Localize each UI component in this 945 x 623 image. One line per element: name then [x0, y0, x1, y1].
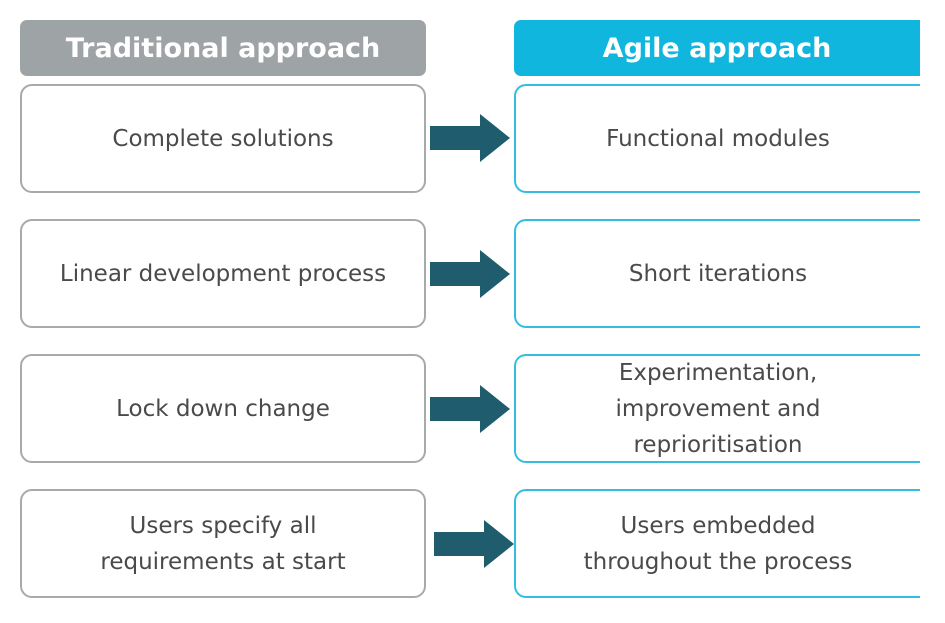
traditional-box-line: Lock down change: [116, 395, 330, 422]
agile-box-line: Users embedded: [620, 512, 816, 539]
traditional-box-complete-solutions: Complete solutions: [20, 84, 426, 193]
traditional-box-users-specify: Users specify all requirements at start: [20, 489, 426, 598]
right-arrow-icon: [430, 383, 512, 435]
agile-box-users-embedded: Users embedded throughout the process: [514, 489, 920, 598]
agile-box-line: Short iterations: [628, 260, 808, 287]
traditional-box-linear-development: Linear development process: [20, 219, 426, 328]
right-arrow-icon: [430, 248, 512, 300]
agile-box-line: Functional modules: [606, 125, 830, 152]
agile-approach-header-label: Agile approach: [602, 32, 832, 64]
agile-box-line: improvement and: [615, 395, 821, 422]
agile-box-functional-modules: Functional modules: [514, 84, 920, 193]
agile-box-experimentation: Experimentation, improvement and reprior…: [514, 354, 920, 463]
traditional-approach-header: Traditional approach: [20, 20, 426, 76]
traditional-box-line: Users specify all: [129, 512, 317, 539]
agile-approach-header: Agile approach: [514, 20, 920, 76]
traditional-box-line: requirements at start: [100, 548, 346, 575]
traditional-box-line: Linear development process: [59, 260, 387, 287]
traditional-box-lock-down-change: Lock down change: [20, 354, 426, 463]
agile-box-line: Experimentation,: [618, 359, 818, 386]
agile-box-line: reprioritisation: [633, 431, 803, 458]
traditional-box-line: Complete solutions: [112, 125, 334, 152]
agile-box-line: throughout the process: [583, 548, 853, 575]
traditional-approach-header-label: Traditional approach: [65, 32, 381, 64]
agile-box-short-iterations: Short iterations: [514, 219, 920, 328]
right-arrow-icon: [434, 518, 516, 570]
right-arrow-icon: [430, 112, 512, 164]
